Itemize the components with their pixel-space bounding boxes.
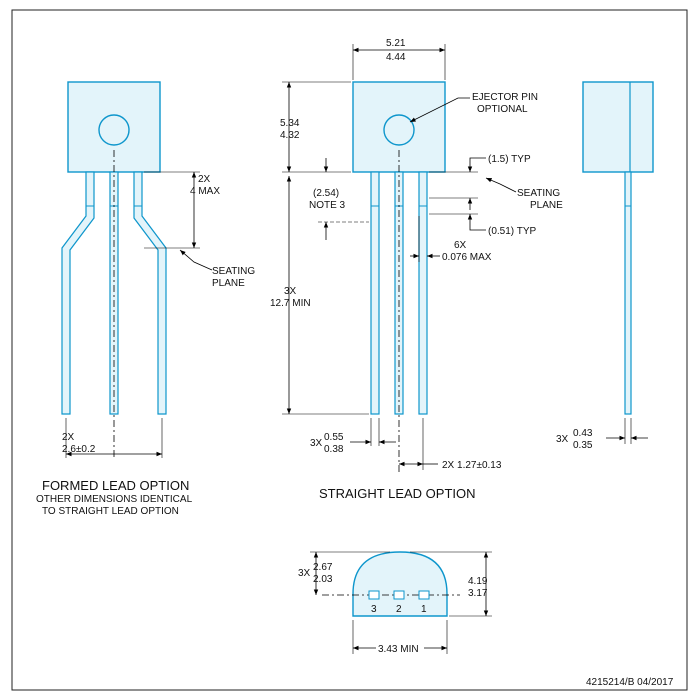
formed-pitch-count: 2X — [62, 432, 75, 443]
width-min: 4.44 — [386, 52, 406, 63]
lead-length-value: 12.7 MIN — [270, 298, 311, 309]
straight-lead-1 — [418, 171, 428, 415]
typ-0-51: (0.51) TYP — [488, 226, 536, 237]
pad-max: 2.67 — [313, 562, 333, 573]
pad-1 — [418, 590, 430, 600]
pin-2-label: 2 — [396, 604, 402, 615]
height-max: 5.34 — [280, 118, 300, 129]
dim-6x: 6X — [454, 240, 467, 251]
pad-count: 3X — [298, 568, 311, 579]
formed-body — [67, 81, 161, 173]
height-min: 4.32 — [280, 130, 300, 141]
depth-max: 4.19 — [468, 576, 488, 587]
ref-note-3: NOTE 3 — [309, 200, 346, 211]
straight-body — [352, 81, 446, 173]
plane-label: PLANE — [530, 200, 563, 211]
side-lead — [624, 171, 632, 415]
lead-width-count: 3X — [310, 438, 323, 449]
bottom-width: 3.43 MIN — [378, 644, 419, 655]
ejector-label-2: OPTIONAL — [477, 104, 528, 115]
bottom-body — [352, 551, 448, 617]
drawing-number: 4215214/B 04/2017 — [586, 677, 674, 688]
formed-pitch-value: 2.6±0.2 — [62, 444, 96, 455]
formed-title: FORMED LEAD OPTION — [42, 478, 189, 493]
bottom-view — [310, 551, 492, 654]
pad-2 — [393, 590, 405, 600]
lead-length-count: 3X — [284, 286, 297, 297]
straight-lead-3 — [370, 171, 380, 415]
formed-ejector-circle — [98, 114, 130, 146]
pin-3-label: 3 — [371, 604, 377, 615]
pin-1-label: 1 — [421, 604, 427, 615]
lead-width-max: 0.55 — [324, 432, 344, 443]
formed-dim-max: 4 MAX — [190, 186, 220, 197]
side-body — [582, 81, 654, 173]
formed-dim-count: 2X — [198, 174, 211, 185]
pad-3 — [368, 590, 380, 600]
formed-plane-label: PLANE — [212, 278, 245, 289]
side-max: 0.43 — [573, 428, 593, 439]
width-max: 5.21 — [386, 38, 406, 49]
seating-label: SEATING — [517, 188, 560, 199]
lead-width-min: 0.38 — [324, 444, 344, 455]
drawing-frame — [11, 9, 688, 691]
dim-0-076: 0.076 MAX — [442, 252, 492, 263]
straight-lead-view — [282, 44, 517, 472]
side-view — [582, 81, 654, 444]
ejector-label-1: EJECTOR PIN — [472, 92, 538, 103]
pad-min: 2.03 — [313, 574, 333, 585]
depth-min: 3.17 — [468, 588, 488, 599]
formed-lead-view — [61, 81, 213, 460]
formed-lead-right — [133, 171, 167, 415]
straight-title: STRAIGHT LEAD OPTION — [319, 486, 476, 501]
formed-seating-label: SEATING — [212, 266, 255, 277]
pitch-dim: 2X 1.27±0.13 — [442, 460, 502, 471]
formed-note-1: OTHER DIMENSIONS IDENTICAL — [36, 494, 193, 505]
ejector-pin-circle — [383, 114, 415, 146]
formed-lead-left — [61, 171, 95, 415]
formed-note-2: TO STRAIGHT LEAD OPTION — [42, 506, 179, 517]
side-count: 3X — [556, 434, 569, 445]
ref-254: (2.54) — [313, 188, 339, 199]
side-min: 0.35 — [573, 440, 593, 451]
typ-1-5: (1.5) TYP — [488, 154, 531, 165]
